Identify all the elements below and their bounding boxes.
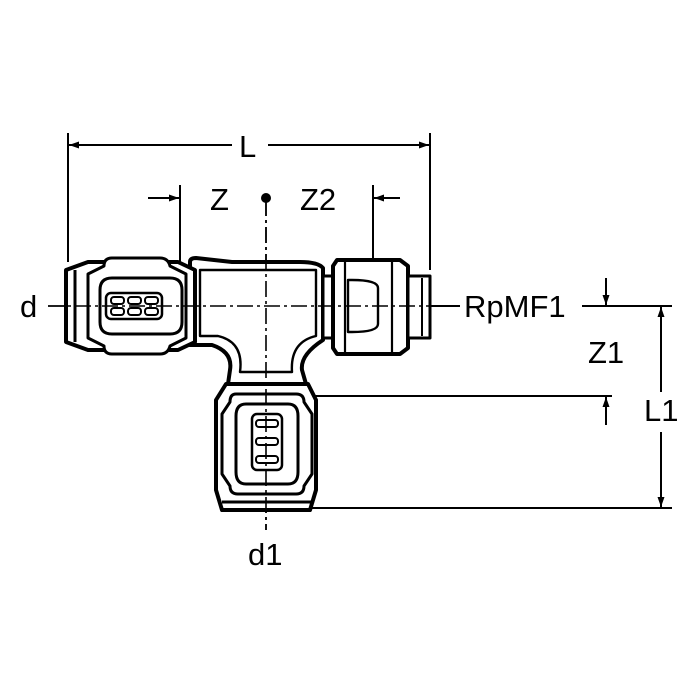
tee-fitting-body: [64, 256, 432, 512]
center-lines-overlay: [48, 200, 458, 530]
left-mark-6: [144, 307, 159, 316]
bottom-connector-marks: [255, 419, 279, 464]
label-l-backing: [236, 128, 264, 162]
left-mark-4: [110, 307, 125, 316]
center-point: [261, 193, 271, 203]
label-thread: RpMF1: [464, 289, 566, 324]
left-mark-2: [127, 296, 142, 305]
bottom-mark-1: [255, 419, 279, 428]
bottom-mark-2: [255, 437, 279, 446]
label-z1: Z1: [588, 335, 624, 370]
right-thread-bore: [346, 278, 380, 334]
left-mark-3: [144, 296, 159, 305]
bottom-mark-3: [255, 455, 279, 464]
left-mark-5: [127, 307, 142, 316]
dimension-labels: L Z Z2 d RpMF1 Z1 L1 d1: [20, 128, 678, 572]
label-thread-backing: [460, 288, 582, 324]
left-connector-marks: [110, 296, 159, 316]
right-thread-face: [406, 274, 432, 340]
left-mark-1: [110, 296, 125, 305]
label-d: d: [20, 289, 37, 324]
label-z2: Z2: [300, 182, 336, 217]
label-l1: L1: [644, 393, 678, 428]
label-z: Z: [210, 182, 229, 217]
label-d1: d1: [248, 537, 282, 572]
label-l: L: [239, 129, 256, 164]
